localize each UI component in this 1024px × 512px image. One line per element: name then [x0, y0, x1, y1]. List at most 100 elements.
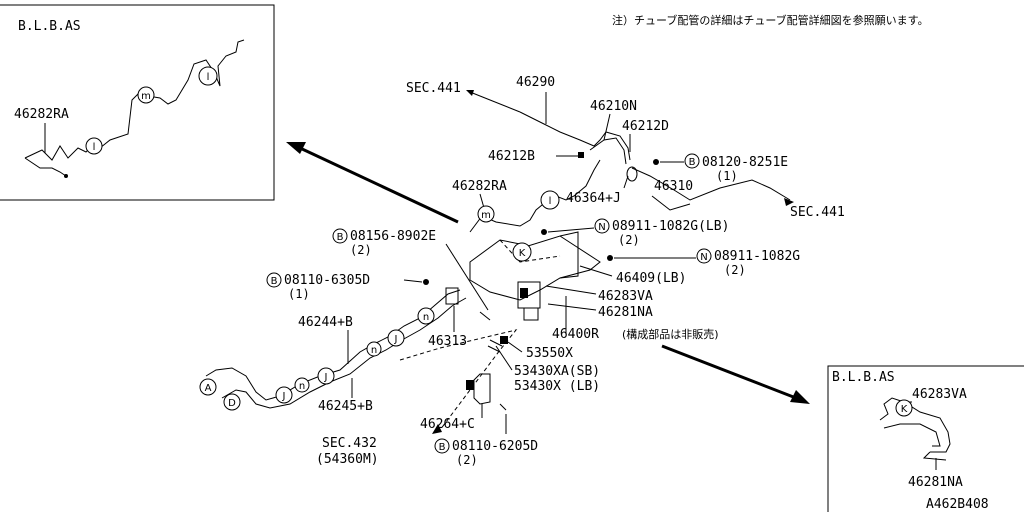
leader: [403, 279, 423, 283]
part-53550X: [500, 336, 508, 344]
label-46283VA: 46283VA: [598, 289, 653, 304]
svg-text:m: m: [481, 210, 491, 221]
marker-j3: J: [387, 329, 405, 347]
svg-text:l: l: [93, 142, 96, 153]
inset-left-marker-m: m: [137, 86, 155, 104]
tube-46290-b: [589, 137, 627, 165]
leader: [469, 91, 521, 113]
grommet-46364J: [626, 166, 638, 182]
arrowhead: [286, 142, 306, 154]
arrowhead: [790, 390, 810, 404]
svg-text:K: K: [519, 248, 526, 259]
nut-symbol: N: [696, 248, 712, 264]
bolt-08156: [479, 311, 491, 321]
marker-m: m: [477, 205, 495, 223]
label-46313: 46313: [428, 334, 467, 349]
tube-46244B: [205, 289, 461, 401]
svg-text:J: J: [324, 372, 328, 383]
bolt-symbol: B: [684, 153, 700, 169]
leader: [579, 265, 613, 277]
label-46409-LB: 46409(LB): [616, 271, 686, 286]
label-08156-8902E: 08156-8902E: [350, 229, 436, 244]
leader: [445, 243, 489, 311]
label-08110-6205D: 08110-6205D: [452, 439, 538, 454]
svg-text:J: J: [282, 391, 286, 402]
svg-text:n: n: [423, 312, 429, 323]
label-08911-qty: (2): [724, 263, 746, 277]
marker-a: A: [199, 378, 217, 396]
bracket-tab: [466, 380, 474, 390]
svg-text:B: B: [337, 232, 344, 243]
inset-right-part-46281NA: 46281NA: [908, 475, 963, 490]
label-46212D: 46212D: [622, 119, 669, 134]
svg-text:B: B: [439, 442, 446, 453]
svg-text:m: m: [141, 91, 151, 102]
marker-n3: n: [417, 307, 435, 325]
bracket-46264C: [473, 373, 491, 405]
nut-08911LB: [541, 229, 547, 235]
tube-detail-note: 注）チューブ配管の詳細はチューブ配管詳細図を参照願います。: [612, 13, 929, 27]
inset-right-part-46283VA: 46283VA: [912, 387, 967, 402]
svg-text:l: l: [207, 72, 210, 83]
valve-lower: [523, 307, 539, 321]
inset-right-tube-b: [883, 423, 941, 447]
svg-text:D: D: [228, 398, 236, 409]
marker-j1: J: [275, 386, 293, 404]
tube-46290: [519, 111, 631, 161]
inset-right-frame: [827, 365, 1024, 512]
marker-n2: n: [366, 341, 382, 357]
inset-left-marker-l1: l: [85, 137, 103, 155]
bolt-symbol: B: [434, 438, 450, 454]
svg-text:N: N: [598, 222, 605, 233]
label-08110-6205D-qty: (2): [456, 453, 478, 467]
nut-symbol: N: [594, 218, 610, 234]
bolt-symbol: B: [332, 228, 348, 244]
inset-left-part: 46282RA: [14, 107, 69, 122]
svg-text:J: J: [394, 334, 398, 345]
figure-code: A462B408: [926, 497, 989, 512]
inset-right-tube-a: [879, 397, 951, 453]
label-46290: 46290: [516, 75, 555, 90]
hidden-link: [399, 347, 441, 361]
label-46282RA: 46282RA: [452, 179, 507, 194]
cable-46310-b: [651, 195, 691, 211]
leader: [479, 193, 485, 209]
svg-text:A: A: [205, 383, 212, 394]
inset-left: B.L.B.AS 46282RA l m l: [0, 4, 275, 201]
label-08911-LB-qty: (2): [618, 233, 640, 247]
svg-text:B: B: [689, 157, 696, 168]
label-46210N: 46210N: [590, 99, 637, 114]
label-08120-qty: (1): [716, 169, 738, 183]
hidden-edge: [499, 239, 561, 263]
inset-left-tube-end: [24, 157, 67, 177]
bracket-46409: [469, 235, 601, 301]
cable-46310: [631, 167, 791, 201]
label-53550X: 53550X: [526, 346, 573, 361]
arrow-to-left-inset: [299, 146, 459, 224]
label-sec432: SEC.432: [322, 436, 377, 451]
label-46281NA: 46281NA: [598, 305, 653, 320]
bolt-symbol: B: [266, 272, 282, 288]
inset-right-title: B.L.B.AS: [832, 370, 895, 385]
label-53430XA-SB: 53430XA(SB): [514, 364, 600, 379]
label-53430X-LB: 53430X (LB): [514, 379, 600, 394]
bolt-08110-6305D: [423, 279, 429, 285]
bolt-08110-6205D: [499, 403, 507, 411]
svg-text:N: N: [700, 252, 707, 263]
label-08110-6305D: 08110-6305D: [284, 273, 370, 288]
label-08911-1082G: 08911-1082G: [714, 249, 800, 264]
svg-text:B: B: [271, 276, 278, 287]
marker-d: D: [223, 393, 241, 411]
tube-46245B: [221, 297, 467, 409]
label-46264C: 46264+C: [420, 417, 475, 432]
label-sec432-sub: (54360M): [316, 452, 379, 467]
nut-08911: [607, 255, 613, 261]
label-sec441-right: SEC.441: [790, 205, 845, 220]
leader: [495, 345, 513, 371]
leader: [545, 285, 597, 295]
marker-l: l: [540, 190, 560, 210]
svg-text:n: n: [371, 345, 377, 356]
valve-port: [520, 288, 528, 298]
clip-46313: [445, 287, 459, 305]
